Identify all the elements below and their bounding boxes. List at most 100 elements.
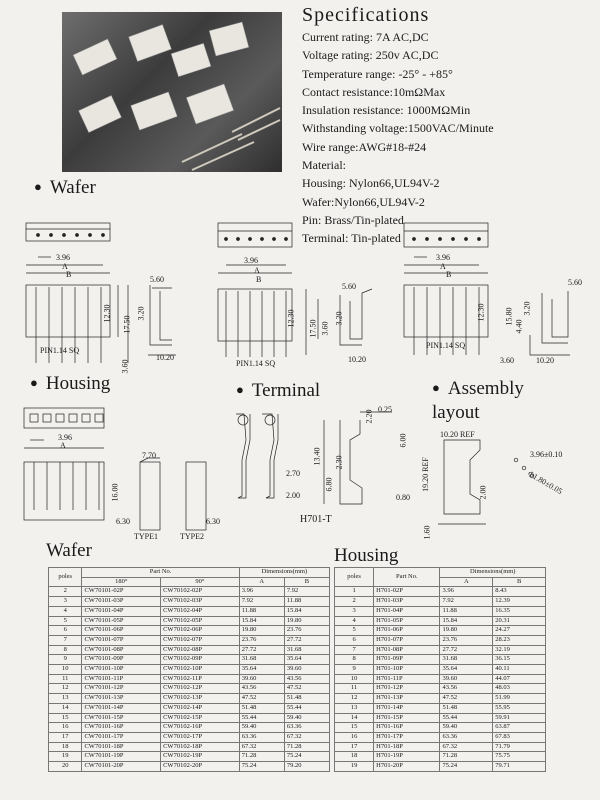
- wafer-table-cell: CW70101-19P: [81, 751, 162, 763]
- housing-table-cell: 59.40: [439, 722, 494, 733]
- housing-table-cell: 36.15: [492, 654, 546, 666]
- housing-table-cell: 79.71: [492, 761, 546, 772]
- wafer-table-cell: CW70101-07P: [81, 634, 162, 646]
- wafer-table-cell: CW70101-08P: [81, 644, 162, 656]
- wafer-table-cell: 15: [47, 712, 83, 724]
- wafer-table-cell: 63.36: [283, 722, 331, 733]
- wafer-col-180: 180°: [81, 576, 162, 588]
- dim-assembly-d: 1.60: [422, 525, 432, 540]
- terminal-part-name: H701-T: [300, 514, 332, 525]
- housing-table-cell: 71.79: [492, 741, 546, 753]
- housing-table-cell: 8: [333, 654, 375, 666]
- connectors-image: [72, 21, 281, 171]
- wafer-table-cell: CW70101-05P: [81, 615, 162, 627]
- wafer-table-cell: 7.92: [283, 586, 331, 598]
- housing-table-cell: 48.03: [492, 683, 546, 695]
- dim-wafer3-h3: 3.20: [522, 301, 532, 316]
- dim-wafer2-width: 5.60: [342, 282, 356, 291]
- housing-table-cell: 15.84: [439, 615, 494, 627]
- housing-table-cell: 39.60: [439, 673, 494, 685]
- terminal-drawing: [236, 411, 392, 505]
- housing-table-cell: 47.52: [439, 693, 494, 704]
- dim-housing-height: 16.00: [110, 483, 120, 502]
- wafer-table-cell: 9: [47, 654, 83, 666]
- dim-wafer3-h1: 12.30: [476, 303, 486, 322]
- housing-table-cell: 71.28: [439, 751, 494, 763]
- spec-line: Housing: Nylon66,UL94V-2: [302, 176, 440, 191]
- housing-col-poles: poles: [333, 566, 375, 588]
- dim-wafer3-pitch: 3.96: [436, 253, 450, 262]
- housing-type1-label: TYPE1: [134, 532, 158, 541]
- wafer-table-cell: 47.52: [238, 693, 285, 704]
- housing-table-cell: H701-16P: [373, 722, 441, 733]
- wafer-table-cell: 71.28: [283, 741, 331, 753]
- wafer-table-cell: 19: [47, 751, 83, 763]
- housing-table-cell: 18: [333, 751, 375, 763]
- wafer-table-cell: CW70102-19P: [160, 751, 240, 763]
- wafer-table-cell: CW70101-06P: [81, 625, 162, 636]
- housing-table-cell: 44.07: [492, 673, 546, 685]
- wafer-table-cell: CW70102-02P: [160, 586, 240, 598]
- dim-wafer1-pin: PIN1.14 SQ: [40, 346, 80, 355]
- housing-table-cell: 11.88: [439, 605, 494, 617]
- spec-line: Current rating: 7A AC,DC: [302, 30, 429, 44]
- wafer-table-cell: 35.64: [283, 654, 331, 666]
- dim-wafer1-h1: 12.30: [102, 304, 112, 323]
- wafer-table-cell: CW70101-12P: [81, 683, 162, 695]
- wafer-table-cell: 15.84: [238, 615, 285, 627]
- wafer-table-cell: 75.24: [238, 761, 285, 772]
- wafer-table-cell: CW70101-20P: [81, 761, 162, 772]
- housing-table-cell: 27.72: [439, 644, 494, 656]
- wafer-table-cell: CW70101-09P: [81, 654, 162, 666]
- dim-terminal-h: 2.00: [286, 491, 300, 500]
- housing-table-cell: H701-05P: [373, 615, 441, 627]
- housing-table-cell: 16.35: [492, 605, 546, 617]
- wafer-table-cell: 11.88: [238, 605, 285, 617]
- dim-wafer3-w3: 3.60: [500, 356, 514, 365]
- dim-wafer1-a: A: [62, 262, 68, 271]
- housing-table-cell: H701-12P: [373, 683, 441, 695]
- housing-table-cell: 23.76: [439, 634, 494, 646]
- dim-wafer1-w2: 10.20: [156, 353, 174, 362]
- wafer-table-cell: CW70102-09P: [160, 654, 240, 666]
- housing-table-cell: 75.75: [492, 751, 546, 763]
- wafer-table-cell: 15.84: [283, 605, 331, 617]
- dim-wafer2-w2: 10.20: [348, 355, 366, 364]
- specifications-title: Specifications: [302, 4, 430, 26]
- wafer-table-cell: CW70102-07P: [160, 634, 240, 646]
- wafer-table-cell: CW70101-02P: [81, 586, 162, 598]
- assembly-heading: Assembly layout: [432, 376, 572, 425]
- dim-terminal-g: 2.70: [286, 469, 300, 478]
- wafer-table-cell: 39.60: [283, 664, 331, 675]
- wafer-table-cell: 35.64: [238, 664, 285, 675]
- housing-table-cell: 31.68: [439, 654, 494, 666]
- wafer-table-cell: 11: [47, 673, 83, 685]
- housing-table-cell: H701-18P: [373, 741, 441, 753]
- housing-table-cell: 7: [333, 644, 375, 656]
- wafer-table-cell: CW70102-11P: [160, 673, 240, 685]
- wafer-table-cell: 10: [47, 664, 83, 675]
- wafer-table-cell: 8: [47, 644, 83, 656]
- housing-table-cell: 17: [333, 741, 375, 753]
- wafer-table-cell: 16: [47, 722, 83, 733]
- wafer-table-cell: 67.32: [238, 741, 285, 753]
- dim-wafer3-a: A: [440, 262, 446, 271]
- housing-table-cell: 55.44: [439, 712, 494, 724]
- dim-wafer2-a: A: [254, 266, 260, 275]
- housing-table-cell: 6: [333, 634, 375, 646]
- wafer-table-cell: CW70102-20P: [160, 761, 240, 772]
- housing-table-cell: H701-03P: [373, 596, 441, 607]
